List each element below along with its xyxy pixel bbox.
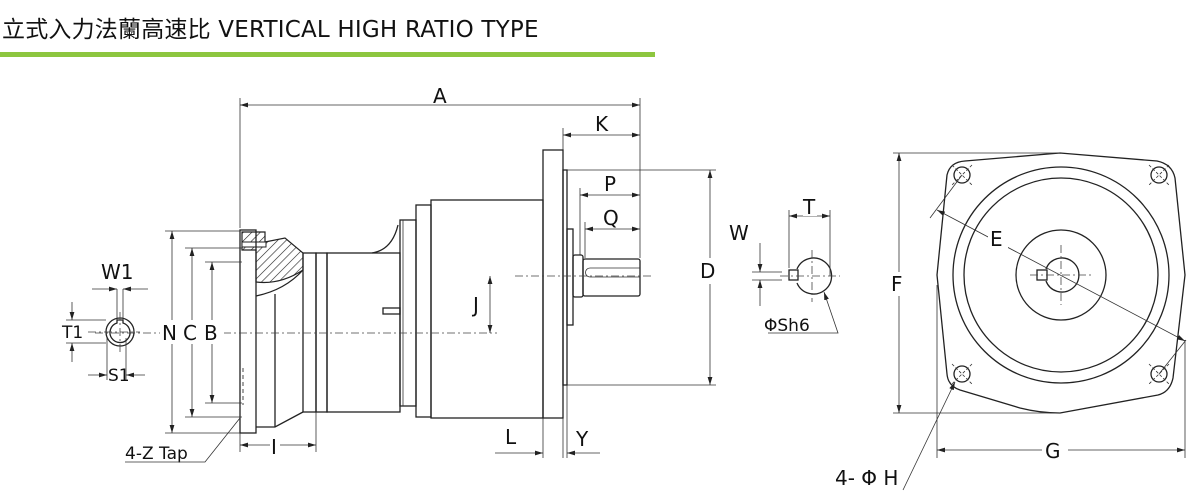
dim-Z-tap: 4-Z Tap xyxy=(125,444,188,464)
side-view: A K P Q D xyxy=(95,84,722,464)
dim-W: W xyxy=(729,221,749,245)
dim-T: T xyxy=(802,195,816,219)
flange-front-view: E F G 4- Φ H xyxy=(835,152,1187,491)
page-title: 立式入力法蘭高速比 VERTICAL HIGH RATIO TYPE xyxy=(2,17,539,43)
dim-S1: S1 xyxy=(108,366,130,386)
input-keyway-view: W1 T1 S1 xyxy=(61,260,148,386)
title-underline xyxy=(0,52,655,57)
dim-J: J xyxy=(471,293,479,317)
dim-H: 4- Φ H xyxy=(835,466,898,490)
dim-L: L xyxy=(505,425,517,449)
dim-I: I xyxy=(271,435,277,459)
output-shaft-view: T W ΦSh6 xyxy=(729,195,840,336)
dim-G: G xyxy=(1045,439,1061,463)
dim-B: B xyxy=(204,321,218,345)
dim-D: D xyxy=(700,259,715,283)
dim-E: E xyxy=(990,227,1003,251)
dim-A: A xyxy=(433,84,447,108)
dim-F: F xyxy=(891,272,903,296)
dim-T1: T1 xyxy=(61,323,83,343)
dim-K: K xyxy=(595,112,609,136)
dim-P: P xyxy=(604,172,616,196)
dim-Sh6: ΦSh6 xyxy=(764,316,810,336)
dim-Y: Y xyxy=(575,427,589,451)
dim-C: C xyxy=(183,321,197,345)
dim-Q: Q xyxy=(603,206,619,230)
dim-N: N xyxy=(162,321,177,345)
dim-W1: W1 xyxy=(101,260,134,284)
bolt-holes xyxy=(951,164,1170,385)
